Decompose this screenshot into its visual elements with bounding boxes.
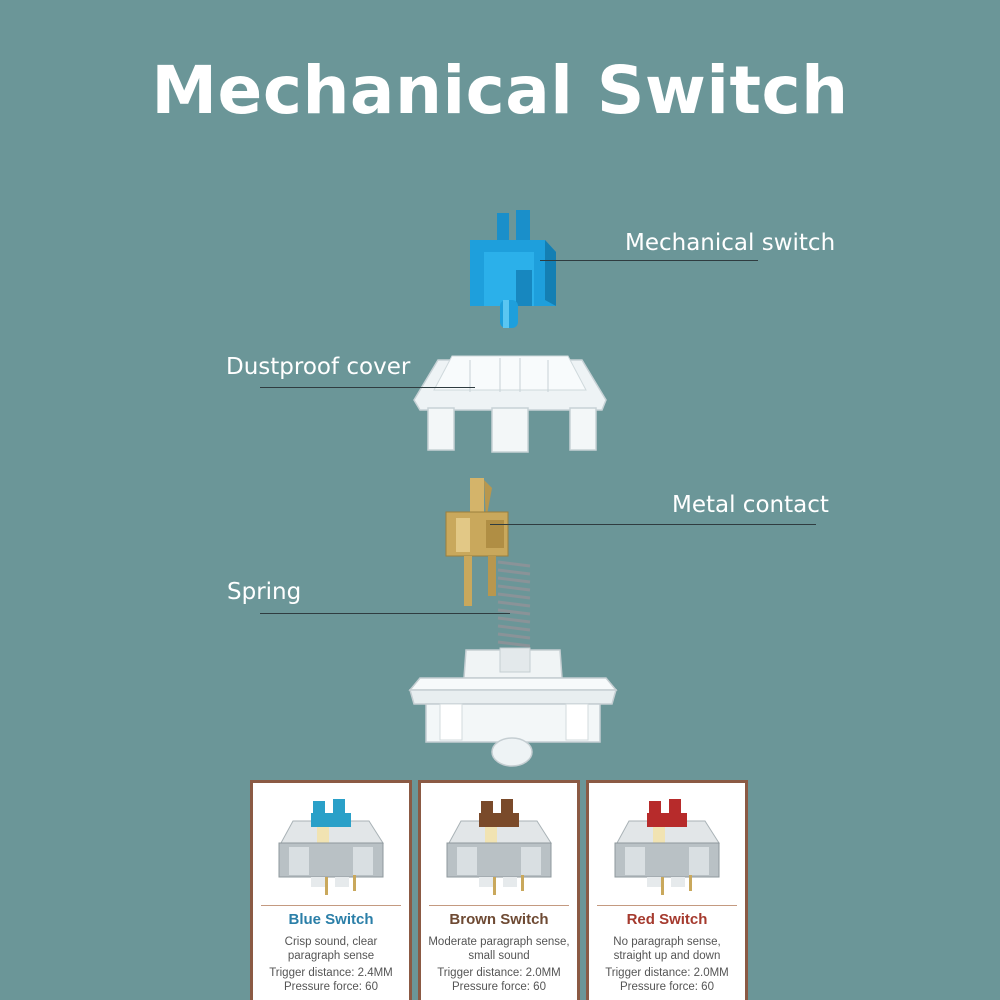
label-mechanical-switch: Mechanical switch [625, 230, 836, 256]
card-pressure-blue: Pressure force: 60 [284, 981, 378, 993]
card-trigger-red: Trigger distance: 2.0MM [605, 967, 729, 979]
red-switch-icon [614, 799, 720, 895]
page-title: Mechanical Switch [151, 52, 849, 129]
card-trigger-brown: Trigger distance: 2.0MM [437, 967, 561, 979]
switch-stem-icon [470, 210, 556, 328]
leader-line-cover [260, 387, 475, 388]
leader-line-stem [540, 260, 758, 261]
label-spring: Spring [227, 579, 302, 605]
spring-icon [497, 560, 531, 648]
card-description-blue: Crisp sound, clear paragraph sense [284, 936, 378, 962]
card-divider [597, 905, 737, 906]
card-title-blue: Blue Switch [288, 911, 374, 928]
switch-type-cards: Blue Switch Crisp sound, clear paragraph… [250, 780, 748, 1000]
label-metal-contact: Metal contact [672, 492, 829, 518]
base-housing-icon [408, 647, 618, 767]
card-pressure-red: Pressure force: 60 [620, 981, 714, 993]
label-dustproof-cover: Dustproof cover [226, 354, 411, 380]
brown-switch-icon [446, 799, 552, 895]
card-title-red: Red Switch [626, 911, 708, 928]
blue-switch-icon [278, 799, 384, 895]
card-description-brown: Moderate paragraph sense, small sound [428, 936, 570, 962]
card-divider [429, 905, 569, 906]
leader-line-spring [260, 613, 510, 614]
leader-line-contact [490, 524, 816, 525]
card-brown-switch: Brown Switch Moderate paragraph sense, s… [418, 780, 580, 1000]
card-title-brown: Brown Switch [449, 911, 549, 928]
card-blue-switch: Blue Switch Crisp sound, clear paragraph… [250, 780, 412, 1000]
card-description-red: No paragraph sense, straight up and down [613, 936, 721, 962]
card-red-switch: Red Switch No paragraph sense, straight … [586, 780, 748, 1000]
card-divider [261, 905, 401, 906]
card-trigger-blue: Trigger distance: 2.4MM [269, 967, 393, 979]
metal-contact-icon [445, 478, 509, 606]
dustproof-cover-icon [413, 355, 607, 453]
card-pressure-brown: Pressure force: 60 [452, 981, 546, 993]
exploded-switch-illustration [408, 210, 618, 767]
